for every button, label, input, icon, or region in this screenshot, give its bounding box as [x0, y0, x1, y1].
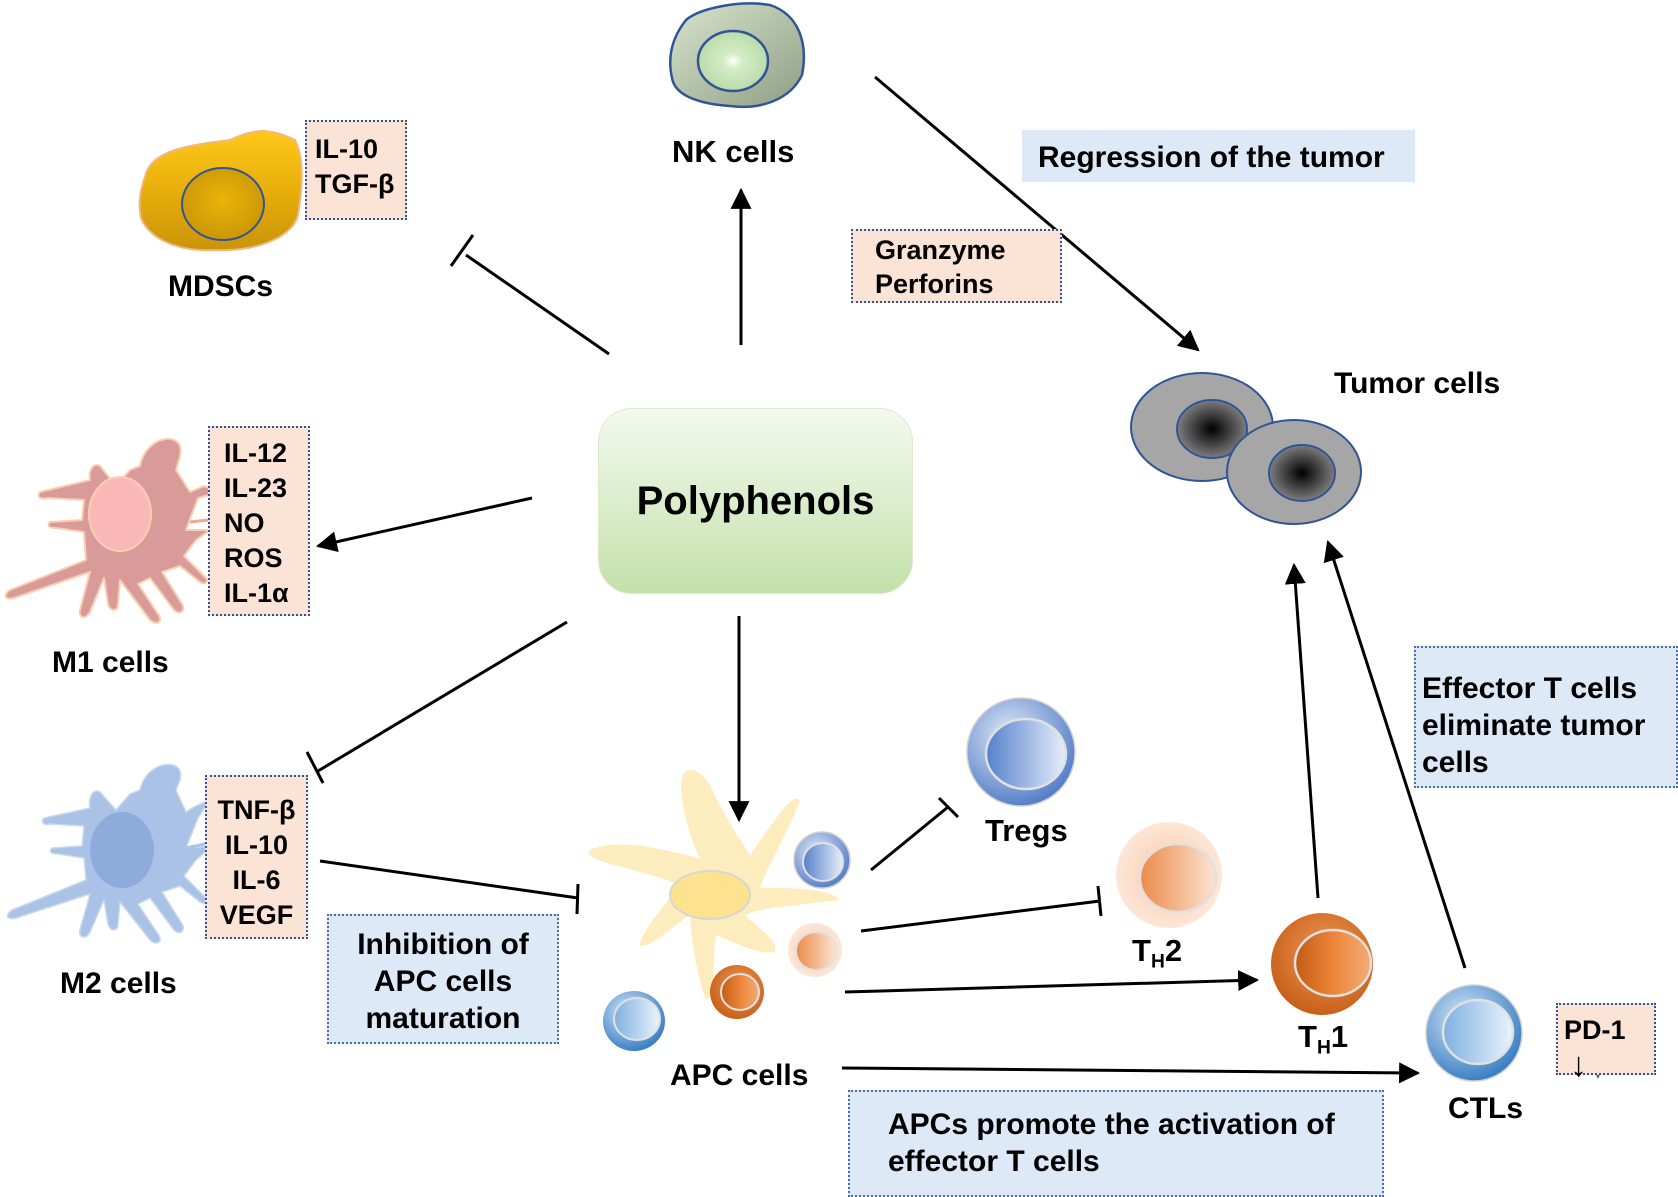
edge-poly-m2-bar [305, 751, 325, 784]
th1-cell-icon [1271, 913, 1373, 1015]
ctls-label: CTLs [1448, 1092, 1523, 1125]
small-th2-cell-icon [788, 923, 842, 977]
regression-note: Regression of the tumor [1022, 130, 1415, 182]
pd1-box: PD-1 ↓ [1556, 1003, 1656, 1083]
activation-line: APCs promote the activation of [888, 1108, 1335, 1141]
edge-apc-tregs [870, 805, 949, 872]
th1-label-suffix: 1 [1330, 1019, 1349, 1054]
pd1-label: PD-1 [1564, 1015, 1626, 1045]
tumor-cells-icon [1130, 372, 1362, 525]
m1-cells-label: M1 cells [52, 646, 169, 679]
edge-poly-mdsc-bar [449, 234, 475, 267]
treg-cell-icon [966, 697, 1076, 807]
regression-text: Regression of the tumor [1038, 141, 1385, 174]
m2-cytokine-box: TNF-β IL-10 IL-6 VEGF [205, 775, 308, 939]
edge-apc-th2-bar [1096, 885, 1103, 917]
polyphenols-node: Polyphenols [598, 408, 913, 594]
nk-cell-icon [669, 2, 806, 109]
th1-label-main: T [1298, 1019, 1317, 1054]
edge-m2-apc-bar [575, 883, 580, 915]
effector-line: eliminate tumor [1422, 709, 1646, 742]
th1-label: TH1 [1298, 1019, 1348, 1060]
cytokine-item: TGF-β [315, 169, 395, 199]
polyphenols-label: Polyphenols [636, 478, 875, 523]
apc-cell-icon [588, 769, 840, 1000]
effector-line: Effector T cells [1422, 672, 1638, 705]
edge-poly-m1 [315, 496, 533, 553]
tumor-cells-label: Tumor cells [1334, 367, 1501, 400]
edge-apc-ctl [841, 1062, 1421, 1084]
cytokine-item-granzyme: Granzyme [875, 235, 1006, 265]
cytokine-item: IL-6 [232, 865, 281, 895]
edge-apc-th1 [844, 970, 1260, 994]
th2-label-main: T [1132, 933, 1151, 968]
apc-cells-label: APC cells [670, 1059, 809, 1092]
edge-nk-tumor [874, 75, 1200, 352]
edges [305, 75, 1467, 1084]
inhibition-line: Inhibition of [357, 928, 529, 961]
cytokine-item: ROS [224, 543, 283, 573]
inhibition-line: APC cells [373, 965, 513, 998]
mdsc-cytokine-box: IL-10 TGF-β [305, 120, 407, 220]
m1-cytokine-box: IL-12 IL-23 NO ROS IL-1α [208, 426, 310, 616]
cytokine-item: VEGF [219, 900, 294, 930]
ctl-cell-icon [1425, 984, 1523, 1082]
cytokine-item: TNF-β [217, 795, 296, 825]
edge-apc-th2 [860, 899, 1101, 933]
edge-ctl-tumor [1323, 540, 1467, 969]
cytokine-item: NO [224, 508, 265, 538]
cytokine-item: IL-10 [224, 830, 289, 860]
th2-label-suffix: 2 [1164, 933, 1183, 968]
th2-label: TH2 [1132, 933, 1182, 974]
mdsc-cell-icon [138, 130, 303, 252]
nk-cells-label: NK cells [672, 134, 795, 169]
mdscs-label: MDSCs [168, 270, 274, 303]
edge-th1-tumor [1284, 562, 1320, 899]
activation-note: APCs promote the activation of effector … [848, 1090, 1384, 1197]
cytokine-item: IL-12 [224, 438, 288, 468]
cytokine-item-perforins: Perforins [875, 269, 994, 299]
cytokine-item: IL-23 [224, 473, 288, 503]
m1-cell-icon [4, 438, 221, 624]
cytokine-item: IL-10 [315, 134, 379, 164]
edge-apc-tregs-bar [937, 796, 960, 819]
inhibition-line: maturation [365, 1002, 521, 1035]
nk-cytokine-box: Granzyme Perforins [851, 229, 1062, 303]
th2-cell-icon [1116, 822, 1222, 928]
effector-note: Effector T cells eliminate tumor cells [1414, 646, 1678, 788]
down-arrow-icon: ↓ [1570, 1046, 1587, 1084]
activation-line: effector T cells [888, 1145, 1100, 1178]
tregs-label: Tregs [985, 813, 1068, 848]
cytokine-item: IL-1α [224, 578, 289, 608]
th2-label-sub: H [1150, 951, 1165, 973]
small-th1-cell-icon [710, 965, 764, 1019]
m2-cells-label: M2 cells [60, 967, 177, 1000]
edge-poly-mdsc [465, 253, 610, 356]
m2-cell-icon [6, 763, 215, 944]
edge-m2-apc [319, 859, 579, 900]
edge-poly-m2 [317, 620, 568, 773]
small-treg-cell-icon [793, 831, 851, 889]
th1-label-sub: H [1316, 1037, 1331, 1059]
small-ctl-cell-icon [603, 991, 665, 1051]
effector-line: cells [1422, 746, 1489, 779]
inhibition-note: Inhibition of APC cells maturation [327, 914, 559, 1044]
